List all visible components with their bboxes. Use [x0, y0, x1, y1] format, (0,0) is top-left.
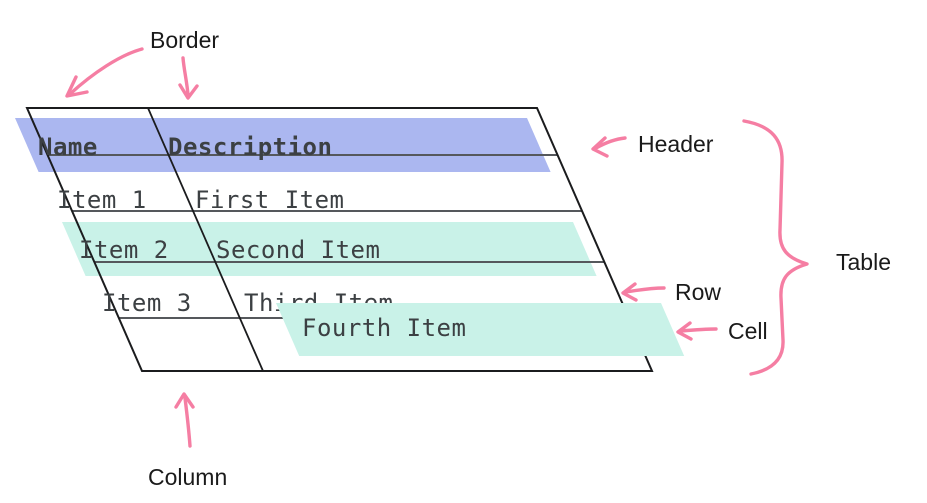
border-left-arrowhead-icon [65, 75, 89, 98]
row2-name-cell: Item 2 [79, 236, 169, 264]
table-grid [25, 107, 654, 372]
row-label: Row [675, 279, 721, 305]
row-arrow-icon [624, 286, 666, 294]
border-left-arrow-icon [68, 47, 144, 96]
header-label: Header [638, 131, 714, 157]
cell-arrowhead-icon [676, 321, 693, 341]
row3-name-cell: Item 3 [102, 289, 192, 317]
row1-description-cell: First Item [195, 186, 345, 214]
column-arrow-icon [183, 396, 192, 448]
row1-name-cell: Item 1 [57, 186, 147, 214]
annotation-arrows [65, 47, 809, 448]
border-label: Border [150, 27, 219, 53]
header-cell-description: Description [168, 133, 332, 161]
table-text: Name Description Item 1 First Item Item … [38, 133, 393, 317]
cell-highlight-band [276, 303, 685, 356]
table-curly-brace-icon [742, 119, 809, 376]
table-label: Table [836, 249, 891, 275]
column-divider [147, 107, 264, 372]
header-cell-name: Name [38, 133, 98, 161]
cell-arrow-icon [679, 327, 718, 333]
cell-label: Cell [728, 318, 768, 344]
border-down-arrowhead-icon [178, 83, 199, 100]
header-arrowhead-icon [591, 136, 609, 158]
row4-description-cell: Fourth Item [302, 314, 466, 342]
table-outline-border [25, 107, 654, 372]
annotation-labels: Border Header Table Row Cell Column [148, 27, 891, 490]
header-arrow-icon [594, 136, 627, 150]
column-arrowhead-icon [174, 392, 195, 409]
row2-description-cell: Second Item [216, 236, 380, 264]
border-down-arrow-icon [181, 56, 190, 97]
column-label: Column [148, 464, 227, 490]
header-highlight-band [15, 118, 551, 172]
row-arrowhead-icon [621, 282, 638, 302]
